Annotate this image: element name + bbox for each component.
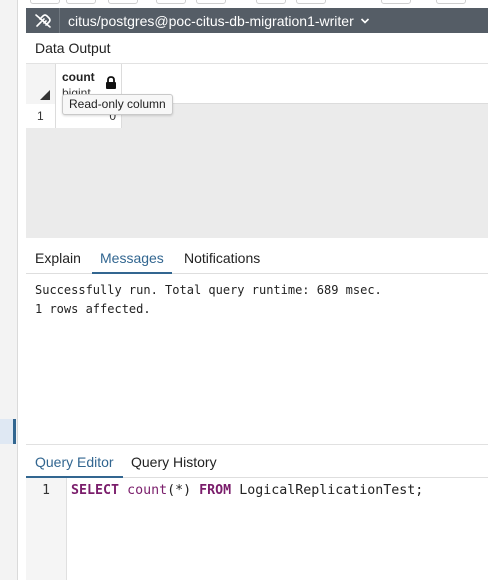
top-toolbar — [26, 0, 488, 8]
tab-notifications[interactable]: Notifications — [184, 250, 261, 266]
tab-query-history[interactable]: Query History — [131, 454, 217, 470]
tab-messages[interactable]: Messages — [92, 241, 172, 274]
splitter-marker[interactable] — [0, 419, 16, 444]
panel-divider[interactable] — [26, 444, 488, 445]
toolbar-button[interactable] — [66, 0, 96, 4]
line-number: 1 — [42, 483, 50, 498]
result-tabs: Explain Messages Notifications — [26, 241, 488, 274]
toolbar-button[interactable] — [108, 0, 138, 4]
left-panel-edge — [0, 0, 18, 580]
tab-explain[interactable]: Explain — [35, 250, 81, 266]
connection-label[interactable]: citus/postgres@poc-citus-db-migration1-w… — [68, 12, 354, 29]
message-line: 1 rows affected. — [35, 302, 151, 316]
toolbar-button[interactable] — [381, 0, 411, 4]
disconnected-plug-icon[interactable] — [26, 8, 60, 33]
data-output-title: Data Output — [26, 33, 488, 64]
row-number[interactable]: 1 — [26, 104, 56, 128]
messages-output: Successfully run. Total query runtime: 6… — [35, 281, 485, 319]
line-gutter: 1 — [26, 478, 67, 580]
toolbar-button[interactable] — [296, 0, 326, 4]
function-count: count — [127, 483, 168, 498]
column-name: count — [62, 70, 95, 84]
select-all-corner[interactable] — [26, 64, 56, 104]
toolbar-button[interactable] — [196, 0, 226, 4]
tab-query-editor[interactable]: Query Editor — [26, 445, 123, 478]
sort-triangle-icon — [40, 90, 50, 100]
toolbar-button[interactable] — [436, 0, 466, 4]
data-grid: count bigint 1 0 Read-only column — [26, 64, 488, 238]
toolbar-button[interactable] — [156, 0, 186, 4]
function-args: (*) — [167, 483, 192, 498]
editor-tabs: Query Editor Query History — [26, 445, 488, 478]
keyword-from: FROM — [199, 483, 232, 498]
message-line: Successfully run. Total query runtime: 6… — [35, 283, 382, 297]
lock-icon — [106, 76, 116, 89]
query-tool-panel: citus/postgres@poc-citus-db-migration1-w… — [26, 0, 488, 580]
chevron-down-icon[interactable] — [360, 17, 370, 25]
toolbar-button[interactable] — [256, 0, 286, 4]
keyword-select: SELECT — [71, 483, 120, 498]
table-name: LogicalReplicationTest; — [239, 483, 424, 498]
read-only-tooltip: Read-only column — [62, 94, 173, 115]
code-line[interactable]: SELECT count(*) FROM LogicalReplicationT… — [71, 483, 423, 498]
toolbar-button[interactable] — [30, 0, 60, 4]
query-editor[interactable]: 1 SELECT count(*) FROM LogicalReplicatio… — [26, 478, 488, 580]
connection-bar[interactable]: citus/postgres@poc-citus-db-migration1-w… — [26, 8, 488, 33]
